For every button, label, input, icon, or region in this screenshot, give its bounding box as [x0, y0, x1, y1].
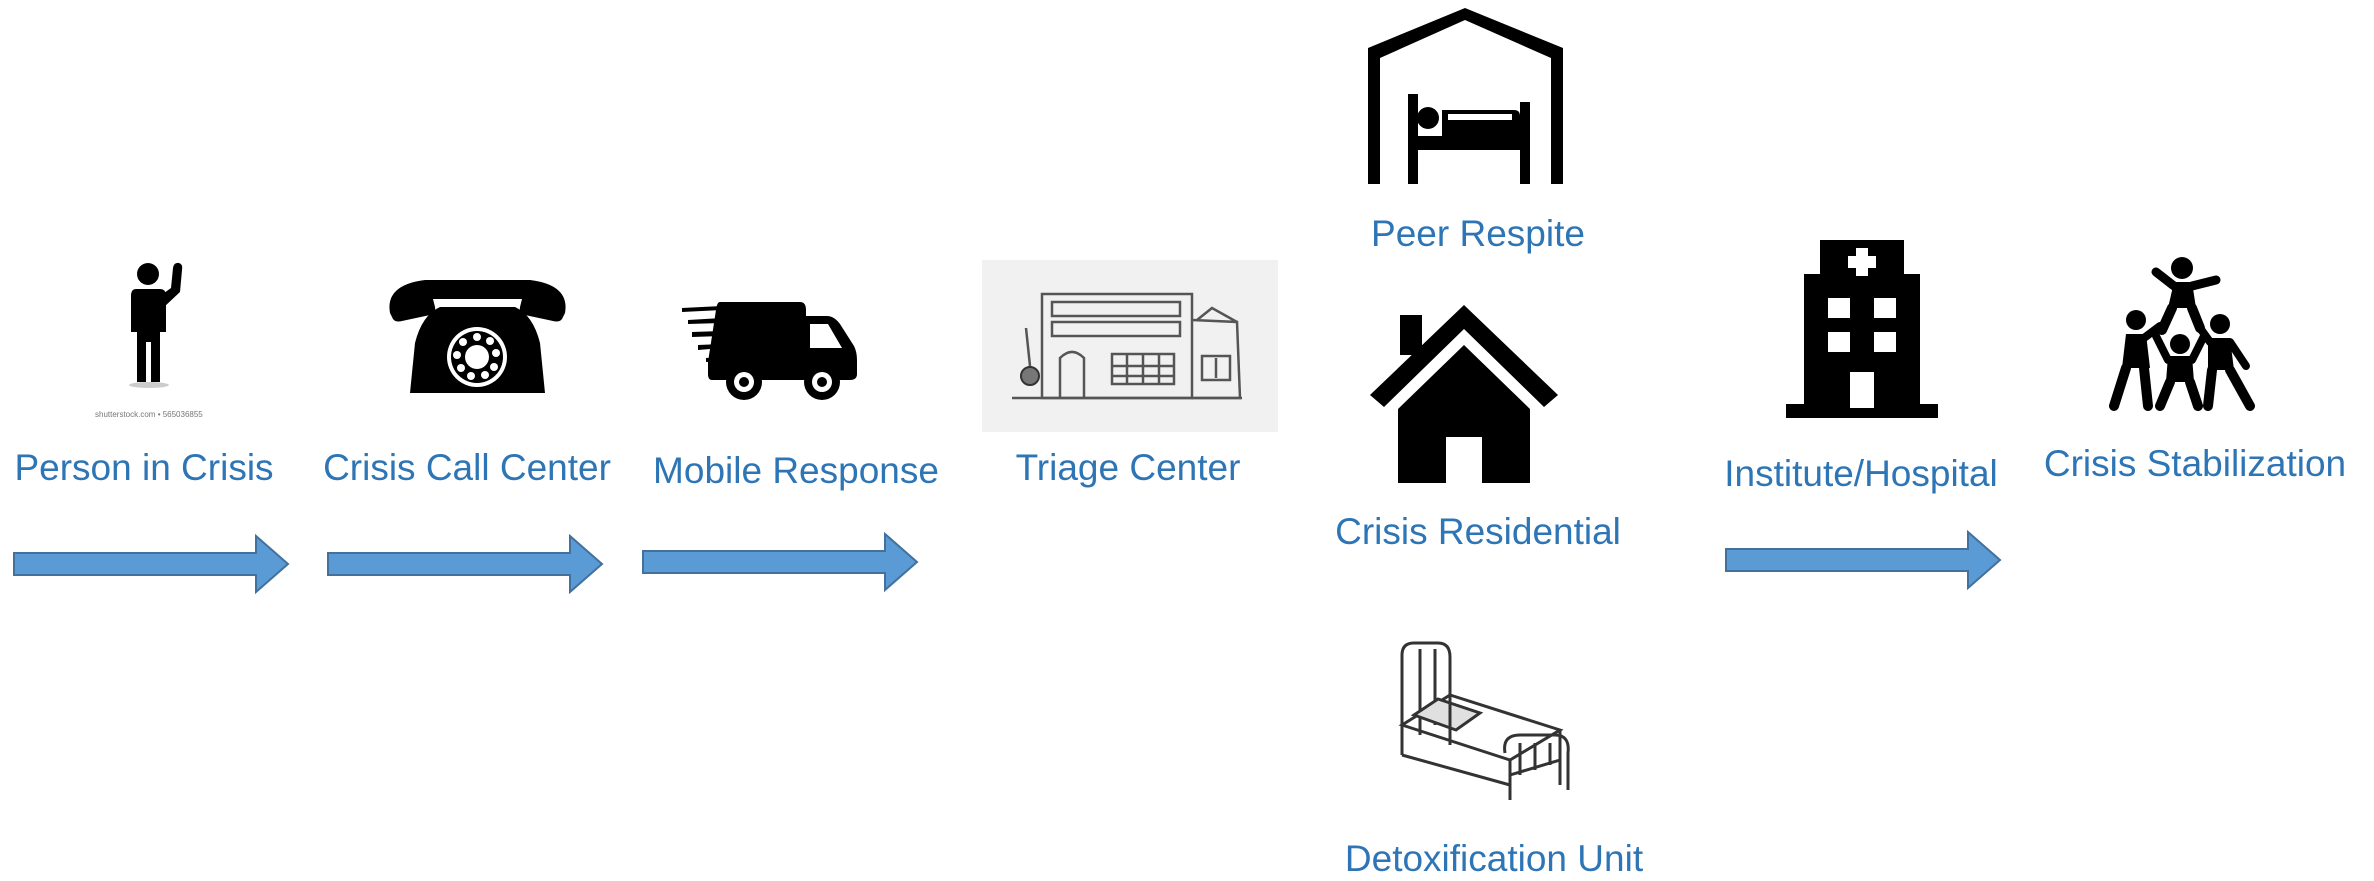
- rotary-telephone-icon: [385, 275, 570, 395]
- triage-icon-background: [982, 260, 1278, 432]
- watermark-text: shutterstock.com • 565036855: [95, 410, 203, 419]
- hospital-building-icon: [1786, 240, 1938, 418]
- flow-arrow-1: [12, 533, 290, 599]
- label-peer-respite: Peer Respite: [1371, 213, 1585, 254]
- label-crisis-call-center: Crisis Call Center: [323, 447, 611, 488]
- flow-arrow-2: [326, 533, 604, 599]
- person-waving-icon: [118, 262, 188, 392]
- label-institute-hospital: Institute/Hospital: [1724, 453, 1998, 494]
- label-person-in-crisis: Person in Crisis: [14, 447, 274, 488]
- bed-shelter-icon: [1368, 6, 1563, 184]
- label-detoxification-unit: Detoxification Unit: [1344, 838, 1644, 879]
- flow-arrow-4: [1724, 529, 2002, 595]
- label-mobile-response: Mobile Response: [653, 450, 939, 491]
- building-sketch-icon: [1012, 288, 1252, 403]
- flow-arrow-3: [641, 531, 919, 597]
- group-support-icon: [2096, 256, 2260, 412]
- hospital-bed-sketch-icon: [1390, 635, 1580, 810]
- label-crisis-stabilization: Crisis Stabilization: [2043, 443, 2347, 484]
- label-crisis-residential: Crisis Residential: [1335, 511, 1621, 552]
- house-icon: [1370, 305, 1558, 483]
- label-triage-center: Triage Center: [1015, 447, 1241, 488]
- speeding-van-icon: [682, 302, 857, 402]
